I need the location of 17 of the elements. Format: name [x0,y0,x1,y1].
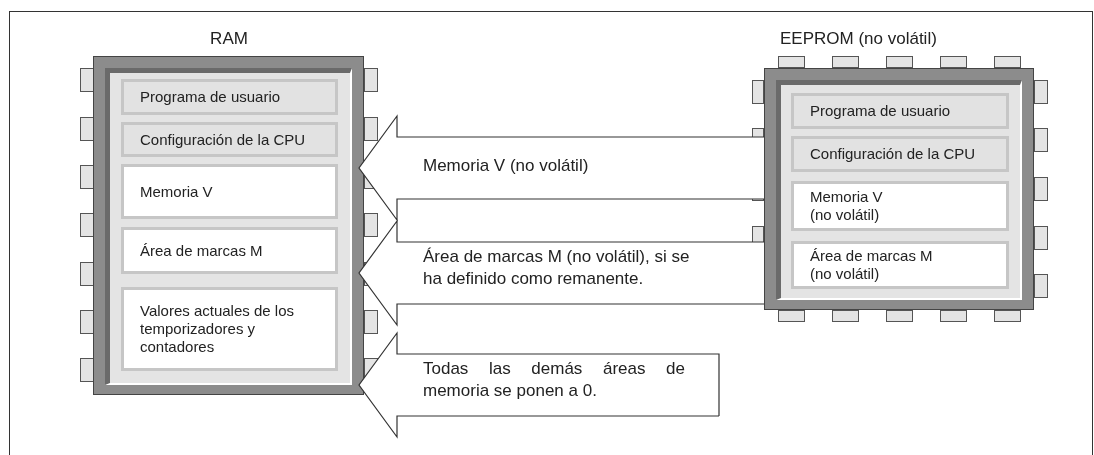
memory-area-box: Área de marcas M [121,227,338,274]
memory-area-box: Área de marcas M (no volátil) [791,241,1009,289]
block-arrow [358,219,765,327]
block-arrow [358,114,765,222]
edge-label: Todas las demás áreas de memoria se ponen a 0. [423,358,685,402]
memory-area-box: Configuración de la CPU [121,122,338,157]
memory-area-box: Valores actuales de los temporizadores y contadores [121,287,338,371]
memory-area-box: Memoria V [121,164,338,219]
chip-title: RAM [209,28,249,50]
memory-area-box: Programa de usuario [121,79,338,115]
memory-area-box: Configuración de la CPU [791,136,1009,172]
block-arrow [358,331,720,439]
memory-area-box: Memoria V (no volátil) [791,181,1009,231]
chip-title: EEPROM (no volátil) [779,28,938,50]
memory-area-box: Programa de usuario [791,93,1009,129]
edge-label: Área de marcas M (no volátil), si se ha definido como remanente. [423,246,691,290]
edge-label: Memoria V (no volátil) [423,155,590,177]
